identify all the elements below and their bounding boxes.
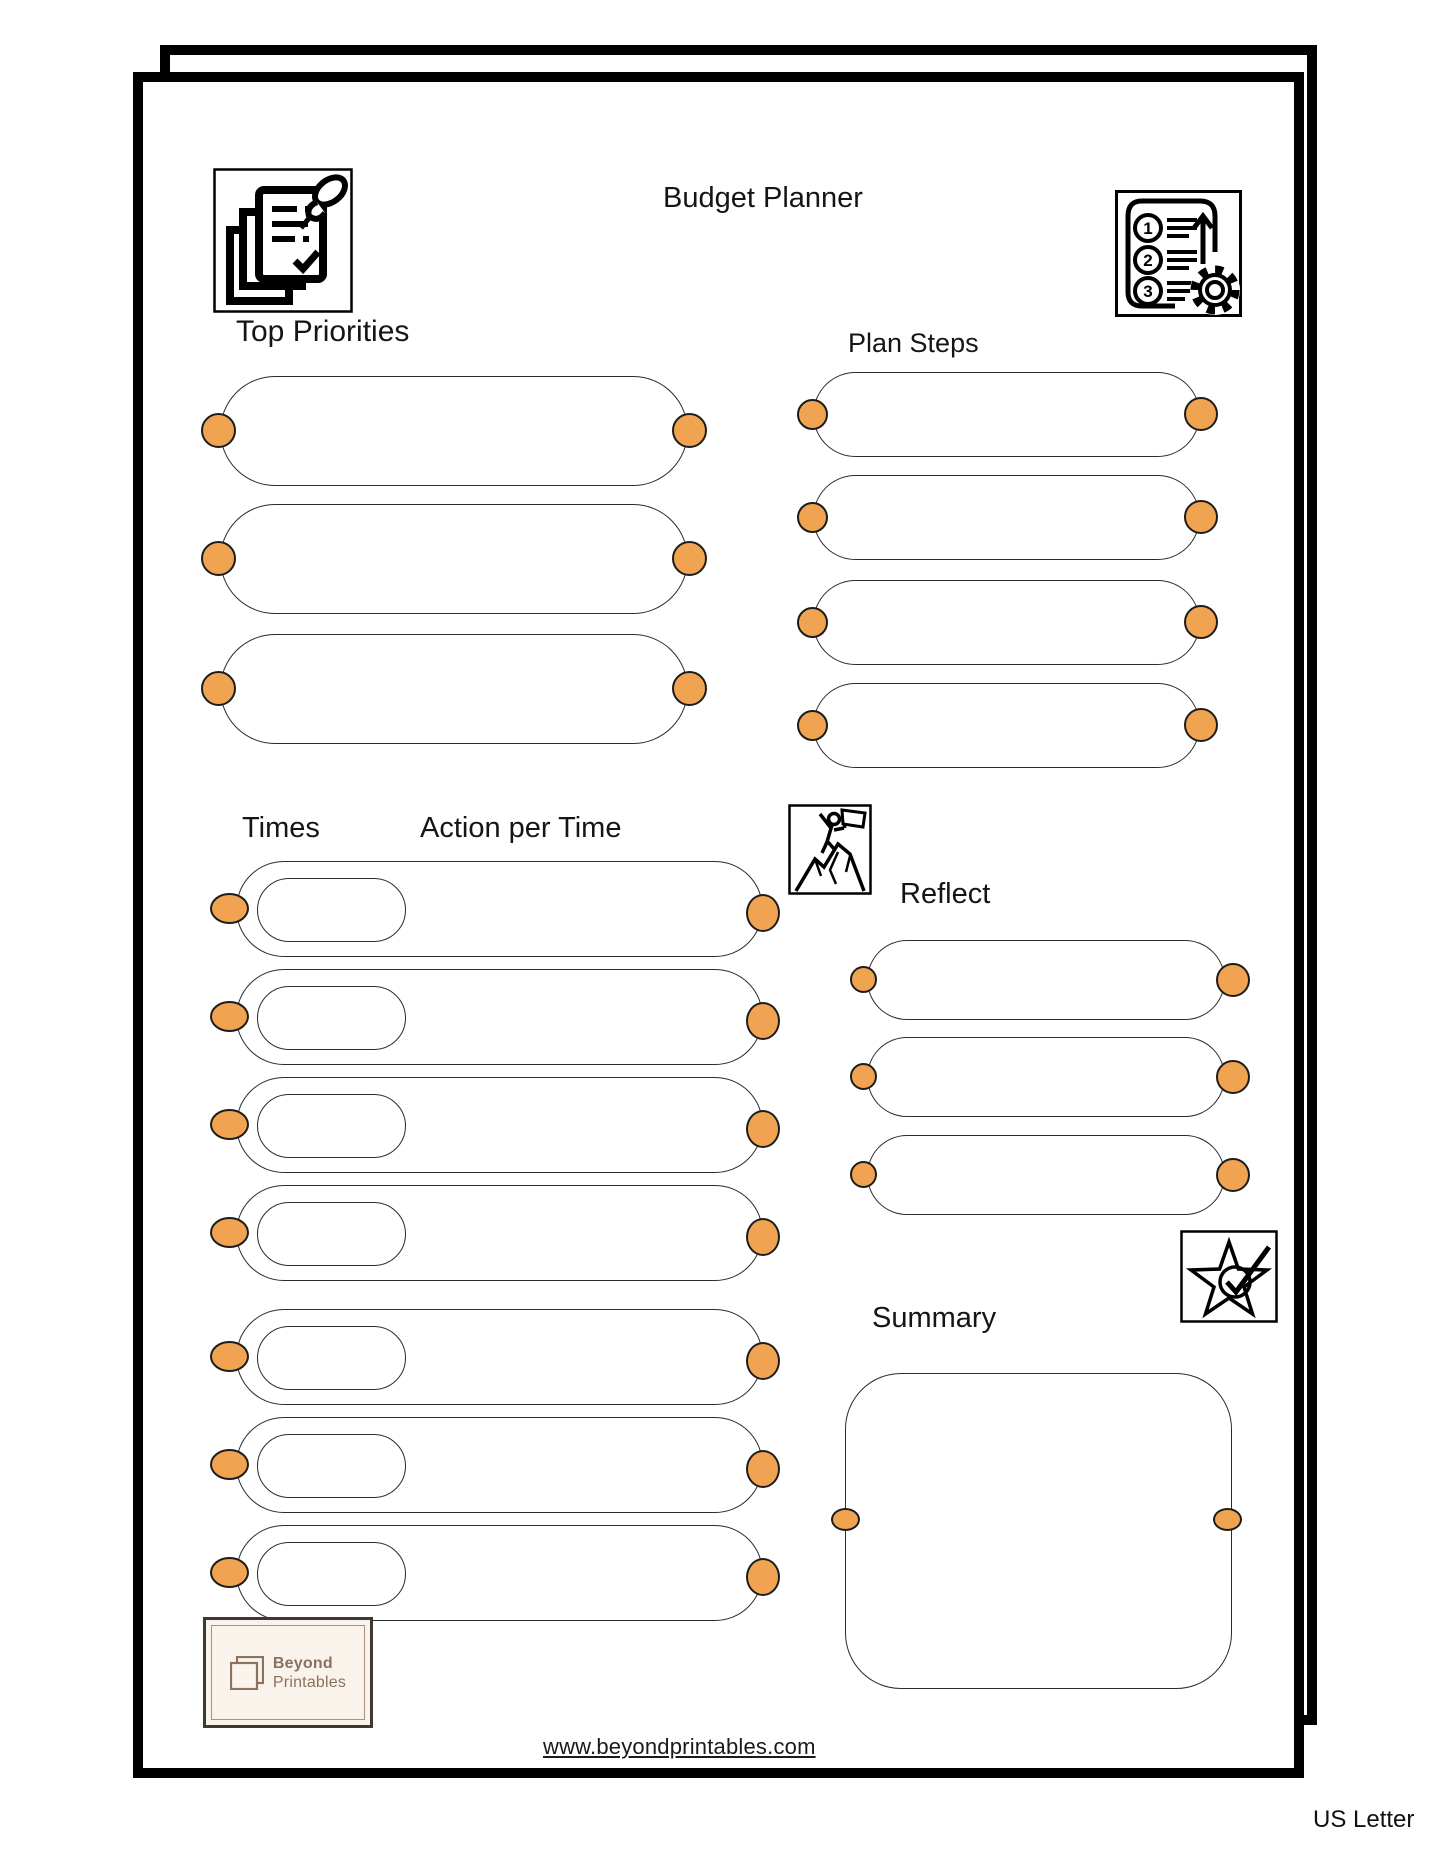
plan-step-slot-4	[797, 683, 1218, 768]
page-title: Budget Planner	[663, 182, 863, 214]
connector-dot-right	[746, 1342, 780, 1380]
slot-pill	[813, 580, 1200, 665]
connector-dot-left	[201, 413, 236, 448]
slot-pill	[220, 504, 688, 614]
connector-dot-left	[797, 399, 828, 430]
slot-pill	[220, 376, 688, 486]
action-per-time-label: Action per Time	[420, 812, 622, 844]
connector-dot-left	[210, 893, 249, 924]
star-check-icon	[1180, 1230, 1278, 1323]
connector-dot-right	[672, 541, 707, 576]
connector-dot-right	[1216, 1060, 1250, 1094]
connector-dot-left	[831, 1508, 860, 1531]
connector-dot-left	[210, 1557, 249, 1588]
reflect-slot-1	[850, 940, 1250, 1020]
times-label: Times	[242, 812, 320, 844]
connector-dot-right	[746, 1002, 780, 1040]
connector-dot-right	[746, 1450, 780, 1488]
time-slot-6	[210, 1417, 780, 1513]
brand-name-line2: Printables	[272, 1673, 347, 1691]
connector-dot-left	[797, 710, 828, 741]
time-pill	[257, 878, 406, 942]
pinned-documents-icon	[213, 168, 353, 313]
connector-dot-right	[1213, 1508, 1242, 1531]
slot-pill	[867, 940, 1225, 1020]
connector-dot-right	[672, 671, 707, 706]
connector-dot-right	[1184, 708, 1218, 742]
slot-pill	[867, 1037, 1225, 1117]
connector-dot-right	[1216, 963, 1250, 997]
connector-dot-right	[1184, 605, 1218, 639]
summary-label: Summary	[872, 1302, 997, 1334]
time-slot-1	[210, 861, 780, 957]
slot-pill	[813, 475, 1200, 560]
top-priority-slot-3	[201, 634, 707, 744]
connector-dot-left	[850, 1063, 877, 1090]
time-slot-2	[210, 969, 780, 1065]
overlapping-pages-icon	[229, 1655, 264, 1690]
slot-pill	[813, 683, 1200, 768]
step-number-1: 1	[1143, 219, 1152, 238]
connector-dot-left	[850, 1161, 877, 1188]
connector-dot-right	[672, 413, 707, 448]
connector-dot-right	[746, 894, 780, 932]
connector-dot-right	[1184, 397, 1218, 431]
connector-dot-left	[210, 1217, 249, 1248]
time-slot-7	[210, 1525, 780, 1621]
connector-dot-left	[201, 671, 236, 706]
connector-dot-left	[850, 966, 877, 993]
plan-steps-label: Plan Steps	[848, 328, 979, 358]
time-pill	[257, 1202, 406, 1266]
connector-dot-left	[210, 1001, 249, 1032]
connector-dot-left	[210, 1449, 249, 1480]
brand-logo-text: Beyond Printables	[273, 1654, 346, 1692]
connector-dot-right	[746, 1558, 780, 1596]
reflect-slot-2	[850, 1037, 1250, 1117]
brand-name-line1: Beyond	[272, 1654, 333, 1672]
mountain-achievement-icon	[788, 804, 872, 895]
slot-pill	[220, 634, 688, 744]
plan-step-slot-1	[797, 372, 1218, 457]
connector-dot-right	[746, 1110, 780, 1148]
website-link[interactable]: www.beyondprintables.com	[543, 1734, 816, 1759]
slot-pill	[813, 372, 1200, 457]
plan-step-slot-2	[797, 475, 1218, 560]
reflect-label: Reflect	[900, 878, 991, 910]
paper-size-label: US Letter	[1313, 1806, 1415, 1833]
connector-dot-right	[1184, 500, 1218, 534]
time-pill	[257, 1542, 406, 1606]
time-pill	[257, 1094, 406, 1158]
step-number-3: 3	[1143, 282, 1152, 301]
top-priorities-label: Top Priorities	[236, 315, 410, 348]
connector-dot-right	[746, 1218, 780, 1256]
brand-logo: Beyond Printables	[203, 1617, 373, 1728]
top-priority-slot-1	[201, 376, 707, 486]
reflect-slot-3	[850, 1135, 1250, 1215]
connector-dot-right	[1216, 1158, 1250, 1192]
connector-dot-left	[210, 1109, 249, 1140]
connector-dot-left	[797, 607, 828, 638]
plan-step-slot-3	[797, 580, 1218, 665]
time-pill	[257, 986, 406, 1050]
slot-pill	[867, 1135, 1225, 1215]
connector-dot-left	[201, 541, 236, 576]
numbered-steps-gear-icon: 1 2 3	[1115, 190, 1242, 317]
time-pill	[257, 1434, 406, 1498]
connector-dot-left	[797, 502, 828, 533]
step-number-2: 2	[1143, 251, 1152, 270]
summary-slot	[831, 1373, 1242, 1689]
time-slot-3	[210, 1077, 780, 1173]
top-priority-slot-2	[201, 504, 707, 614]
time-pill	[257, 1326, 406, 1390]
time-slot-4	[210, 1185, 780, 1281]
connector-dot-left	[210, 1341, 249, 1372]
brand-logo-frame: Beyond Printables	[211, 1625, 365, 1720]
time-slot-5	[210, 1309, 780, 1405]
